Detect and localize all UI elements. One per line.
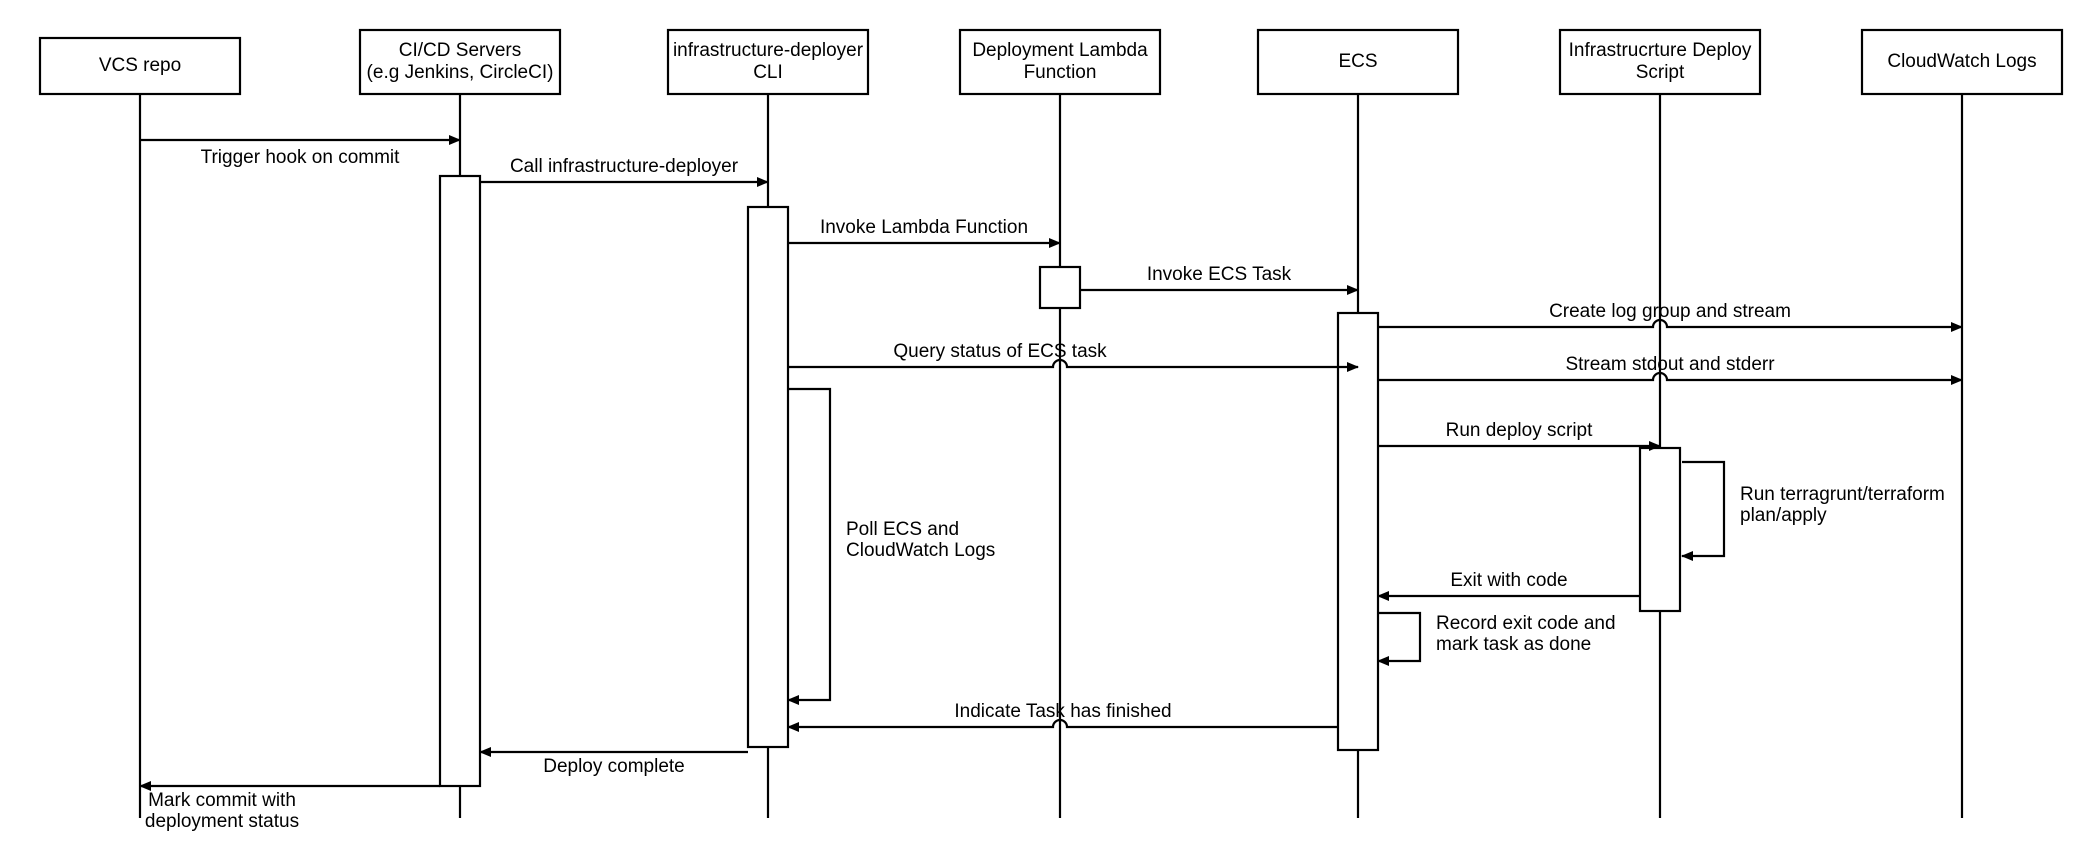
message-label-m1: Trigger hook on commit [201, 147, 401, 168]
participant-box-cwlogs[interactable] [1860, 28, 2064, 96]
message-label-m4: Invoke ECS Task [1147, 264, 1292, 285]
message-m7: Stream stdout and stderr [1378, 354, 1963, 385]
participant-box-vcs[interactable] [38, 36, 242, 96]
activation-bar-cli [746, 205, 790, 749]
activations-layer [438, 174, 1682, 788]
participant-cwlogs[interactable]: CloudWatch Logs [1860, 28, 2064, 96]
message-m11: Deploy complete [479, 747, 748, 777]
activation-bar-deployscript [1638, 446, 1682, 613]
message-m2: Call infrastructure-deployer [480, 156, 769, 187]
message-label-m2: Call infrastructure-deployer [510, 156, 739, 177]
message-m5: Create log group and stream [1378, 301, 1963, 332]
message-m8: Run deploy script [1378, 420, 1661, 451]
message-label-m5: Create log group and stream [1549, 301, 1791, 322]
participant-heads-layer: VCS repo CI/CD Servers(e.g Jenkins, Circl… [38, 28, 2064, 96]
participant-label-cicd: CI/CD Servers(e.g Jenkins, CircleCI) [367, 40, 554, 83]
message-arrow-m5 [1378, 318, 1963, 332]
message-label-m10: Indicate Task has finished [954, 701, 1171, 722]
participant-ecs[interactable]: ECS [1256, 28, 1460, 96]
message-label-m6: Query status of ECS task [893, 341, 1107, 362]
message-m6: Query status of ECS task [788, 341, 1359, 372]
participant-box-cicd[interactable] [358, 28, 562, 96]
message-arrow-m7 [1378, 371, 1963, 385]
participant-box-ecs[interactable] [1256, 28, 1460, 96]
participant-label-vcs: VCS repo [99, 55, 181, 76]
participant-cicd[interactable]: CI/CD Servers(e.g Jenkins, CircleCI) [358, 28, 562, 96]
self-message-arrow-s3 [1377, 611, 1422, 666]
participant-box-lambda[interactable] [958, 28, 1162, 96]
message-label-m9: Exit with code [1450, 570, 1567, 591]
activation-bar-cicd [438, 174, 482, 788]
message-arrow-m6 [788, 358, 1359, 372]
self-message-arrow-s2 [1681, 460, 1726, 561]
message-label-m11: Deploy complete [543, 756, 685, 777]
message-label-m8: Run deploy script [1446, 420, 1594, 441]
participant-label-ecs: ECS [1338, 51, 1377, 72]
message-m9: Exit with code [1377, 570, 1640, 601]
message-label-m3: Invoke Lambda Function [820, 217, 1028, 238]
participant-box-cli[interactable] [666, 28, 870, 96]
participant-label-cwlogs: CloudWatch Logs [1887, 51, 2036, 72]
activation-bar-ecs [1336, 311, 1380, 752]
message-m1: Trigger hook on commit [140, 135, 461, 168]
message-m3: Invoke Lambda Function [788, 217, 1061, 248]
message-m10: Indicate Task has finished [787, 701, 1338, 732]
participant-vcs[interactable]: VCS repo [38, 36, 242, 96]
message-arrow-m10 [787, 718, 1338, 732]
message-label-m7: Stream stdout and stderr [1565, 354, 1775, 375]
activation-bar-lambda [1038, 265, 1082, 310]
message-m4: Invoke ECS Task [1080, 264, 1359, 295]
participant-box-deployscript[interactable] [1558, 28, 1762, 96]
self-message-arrow-s1 [787, 387, 832, 705]
messages-layer: Trigger hook on commit Call infrastructur… [139, 135, 1963, 832]
